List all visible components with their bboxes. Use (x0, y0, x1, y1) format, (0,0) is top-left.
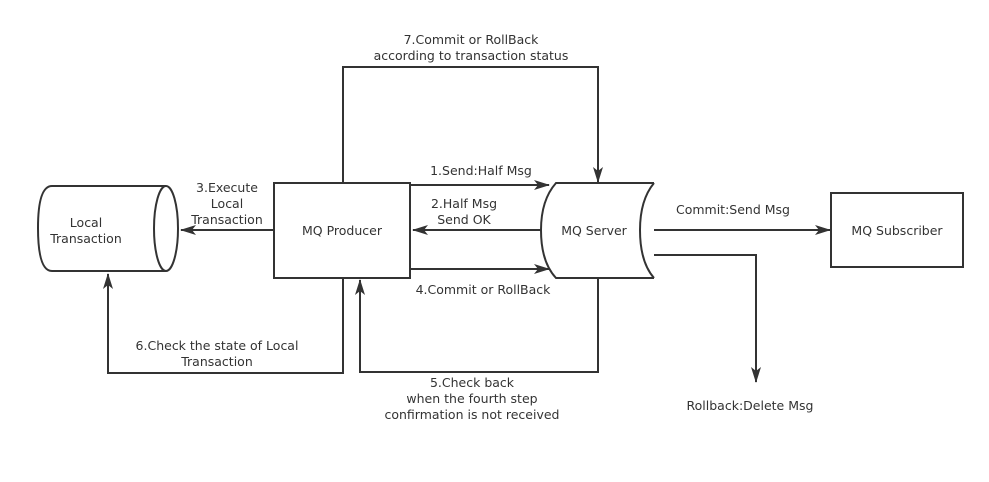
step3-label-1: 3.Execute (196, 180, 258, 195)
step1-label: 1.Send:Half Msg (430, 163, 532, 178)
node-mq-subscriber: MQ Subscriber (830, 192, 964, 268)
rollback-label: Rollback:Delete Msg (687, 398, 814, 413)
server-label: MQ Server (561, 223, 627, 238)
local-transaction-label-1: Local (70, 215, 102, 230)
subscriber-label: MQ Subscriber (851, 223, 943, 238)
edge-rollback (641, 254, 761, 383)
step3-label-3: Transaction (190, 212, 263, 227)
node-local-transaction: Local Transaction (36, 185, 179, 272)
producer-label: MQ Producer (302, 223, 383, 238)
node-mq-producer: MQ Producer (273, 182, 411, 279)
step2-label-1: 2.Half Msg (431, 196, 497, 211)
step5-label-1: 5.Check back (430, 375, 515, 390)
edge-step6 (103, 273, 344, 374)
edge-step5 (355, 278, 599, 373)
edge-step7 (342, 66, 603, 183)
step5-label-3: confirmation is not received (384, 407, 559, 422)
step7-label-1: 7.Commit or RollBack (404, 32, 540, 47)
step6-label-1: 6.Check the state of Local (136, 338, 299, 353)
step4-label: 4.Commit or RollBack (416, 282, 552, 297)
step7-label-2: according to transaction status (374, 48, 569, 63)
step6-label-2: Transaction (180, 354, 253, 369)
local-transaction-label-2: Transaction (49, 231, 122, 246)
commit-label: Commit:Send Msg (676, 202, 790, 217)
step2-label-2: Send OK (437, 212, 491, 227)
step5-label-2: when the fourth step (406, 391, 537, 406)
step3-label-2: Local (211, 196, 243, 211)
node-mq-server: MQ Server (539, 182, 655, 279)
